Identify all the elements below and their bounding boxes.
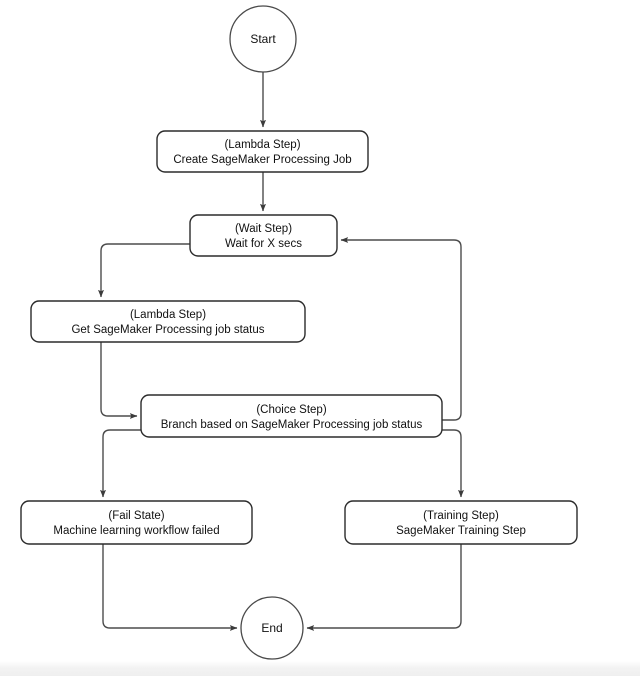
edge-layer <box>98 72 465 632</box>
start-label: Start <box>250 32 276 46</box>
get-job-status-line1: (Lambda Step) <box>130 309 206 321</box>
node-layer: Start (Lambda Step) Create SageMaker Pro… <box>20 5 578 660</box>
edge-choice-to-wait-loopback <box>340 237 462 421</box>
edge-wait-to-get-job-status <box>98 243 190 298</box>
bottom-edge-band <box>0 661 640 676</box>
wait-step-box[interactable] <box>189 214 338 257</box>
create-processing-job-box[interactable] <box>156 130 369 173</box>
node-end[interactable]: End <box>240 596 304 660</box>
start-circle[interactable] <box>229 5 297 73</box>
create-processing-job-line2: Create SageMaker Processing Job <box>173 154 351 166</box>
training-step-line1: (Training Step) <box>423 510 499 522</box>
wait-step-line2: Wait for X secs <box>225 238 302 250</box>
end-circle[interactable] <box>240 596 304 660</box>
get-job-status-box[interactable] <box>30 300 306 343</box>
get-job-status-line2: Get SageMaker Processing job status <box>71 324 264 336</box>
edge-fail-state-to-end <box>102 544 238 631</box>
create-processing-job-line1: (Lambda Step) <box>224 139 300 151</box>
choice-step-box[interactable] <box>140 394 443 438</box>
node-create-processing-job[interactable]: (Lambda Step) Create SageMaker Processin… <box>156 130 369 173</box>
node-start[interactable]: Start <box>229 5 297 73</box>
choice-step-line2: Branch based on SageMaker Processing job… <box>161 419 423 431</box>
fail-state-line1: (Fail State) <box>108 510 164 522</box>
node-fail-state[interactable]: (Fail State) Machine learning workflow f… <box>20 500 253 545</box>
choice-step-line1: (Choice Step) <box>256 404 326 416</box>
edge-training-step-to-end <box>306 544 462 632</box>
node-get-job-status[interactable]: (Lambda Step) Get SageMaker Processing j… <box>30 300 306 343</box>
end-label: End <box>261 621 282 635</box>
wait-step-line1: (Wait Step) <box>235 223 292 235</box>
edge-get-job-status-to-choice <box>100 342 138 419</box>
node-training-step[interactable]: (Training Step) SageMaker Training Step <box>344 500 578 545</box>
edge-choice-to-fail-state <box>100 429 141 498</box>
fail-state-box[interactable] <box>20 500 253 545</box>
node-choice-step[interactable]: (Choice Step) Branch based on SageMaker … <box>140 394 443 438</box>
edge-choice-to-training-step <box>442 429 465 498</box>
training-step-line2: SageMaker Training Step <box>396 525 526 537</box>
training-step-box[interactable] <box>344 500 578 545</box>
node-wait-step[interactable]: (Wait Step) Wait for X secs <box>189 214 338 257</box>
fail-state-line2: Machine learning workflow failed <box>53 525 219 537</box>
